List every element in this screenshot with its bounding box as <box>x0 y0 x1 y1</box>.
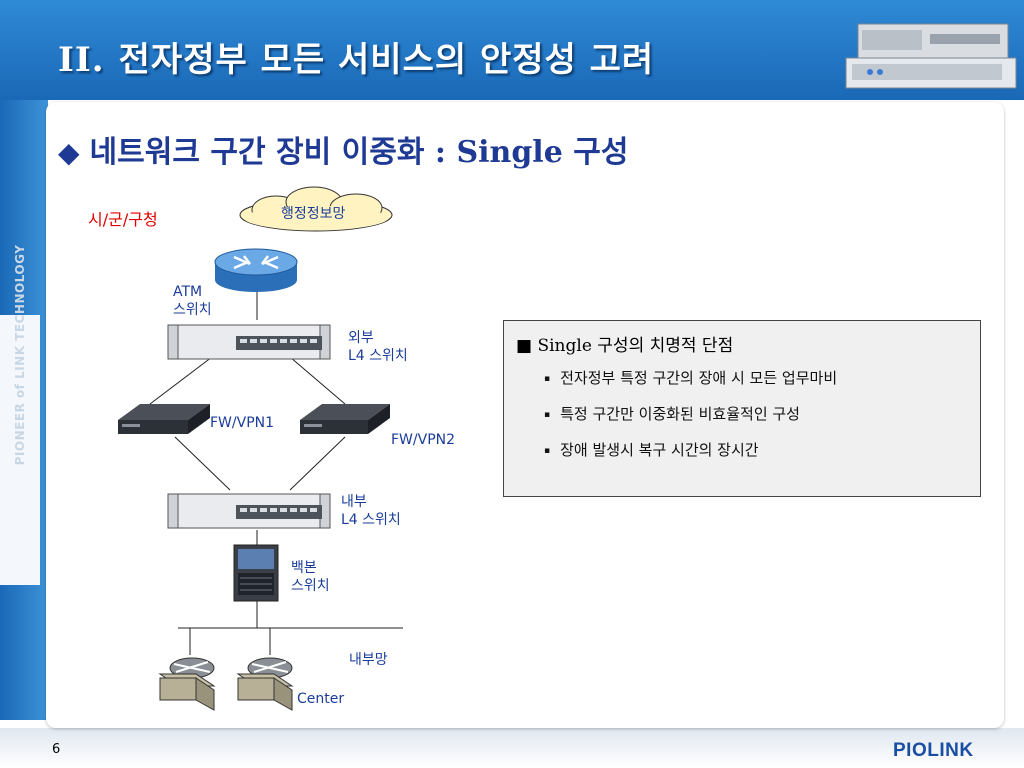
atm-label-line2: 스위치 <box>173 302 212 318</box>
page-title: II. 전자정부 모든 서비스의 안정성 고려 <box>58 32 654 81</box>
title-text: 전자정부 모든 서비스의 안정성 고려 <box>118 40 655 80</box>
title-number: II. <box>58 40 105 80</box>
cloud-icon <box>239 186 393 232</box>
cloud-label: 행정정보망 <box>281 206 346 222</box>
list-item-text: 전자정부 특정 구간의 장애 시 모든 업무마비 <box>560 369 838 387</box>
firewall-vpn2-icon <box>300 404 390 434</box>
section-heading: ◆ 네트워크 구간 장비 이중화 : Single 구성 <box>58 127 628 171</box>
atm-label: ATM 스위치 <box>173 283 212 319</box>
small-bullet-icon: ▪ <box>544 446 551 456</box>
l4-internal-line1: 내부 <box>341 494 367 510</box>
l4-internal-line2: L4 스위치 <box>341 512 401 528</box>
l4-external-label: 외부 L4 스위치 <box>348 329 408 365</box>
piolink-logo: PIOLINK <box>893 740 974 761</box>
backbone-line1: 백본 <box>291 560 317 576</box>
center-label: Center <box>297 691 345 707</box>
header-appliance-image <box>845 23 1017 89</box>
list-item: ▪ 특정 구간만 이중화된 비효율적인 구성 <box>544 403 800 424</box>
drawbacks-heading: ■ Single 구성의 치명적 단점 <box>516 331 733 356</box>
list-item-text: 장애 발생시 복구 시간의 장시간 <box>560 441 759 459</box>
small-bullet-icon: ▪ <box>544 374 551 384</box>
atm-label-line1: ATM <box>173 284 203 300</box>
diamond-bullet-icon: ◆ <box>58 136 80 169</box>
l4-switch-external-icon <box>167 324 331 360</box>
drawbacks-box: ■ Single 구성의 치명적 단점 ▪ 전자정부 특정 구간의 장애 시 모든… <box>503 320 981 497</box>
internal-net-label: 내부망 <box>349 652 388 668</box>
sidebar-panel <box>0 315 40 585</box>
small-bullet-icon: ▪ <box>544 410 551 420</box>
fw2-label: FW/VPN2 <box>391 432 456 448</box>
section-heading-text: 네트워크 구간 장비 이중화 : Single 구성 <box>89 135 629 170</box>
workstation-icon <box>158 657 216 711</box>
footer-band <box>0 728 1024 768</box>
left-sidebar <box>0 100 48 720</box>
square-bullet-icon: ■ <box>516 336 533 356</box>
list-item-text: 특정 구간만 이중화된 비효율적인 구성 <box>560 405 800 423</box>
fw1-label: FW/VPN1 <box>210 415 275 431</box>
workstation-icon <box>236 657 294 711</box>
list-item: ▪ 전자정부 특정 구간의 장애 시 모든 업무마비 <box>544 367 837 388</box>
backbone-line2: 스위치 <box>291 578 330 594</box>
router-icon <box>214 248 298 292</box>
backbone-switch-icon <box>233 544 279 602</box>
org-label: 시/군/구청 <box>88 210 158 229</box>
drawbacks-heading-text: Single 구성의 치명적 단점 <box>537 336 734 356</box>
page-number: 6 <box>52 742 61 757</box>
backbone-label: 백본 스위치 <box>291 559 330 595</box>
l4-internal-label: 내부 L4 스위치 <box>341 493 401 529</box>
l4-external-line1: 외부 <box>348 330 374 346</box>
l4-switch-internal-icon <box>167 493 331 529</box>
l4-external-line2: L4 스위치 <box>348 348 408 364</box>
connection-lines <box>149 292 403 655</box>
firewall-vpn1-icon <box>118 404 210 434</box>
list-item: ▪ 장애 발생시 복구 시간의 장시간 <box>544 439 759 460</box>
